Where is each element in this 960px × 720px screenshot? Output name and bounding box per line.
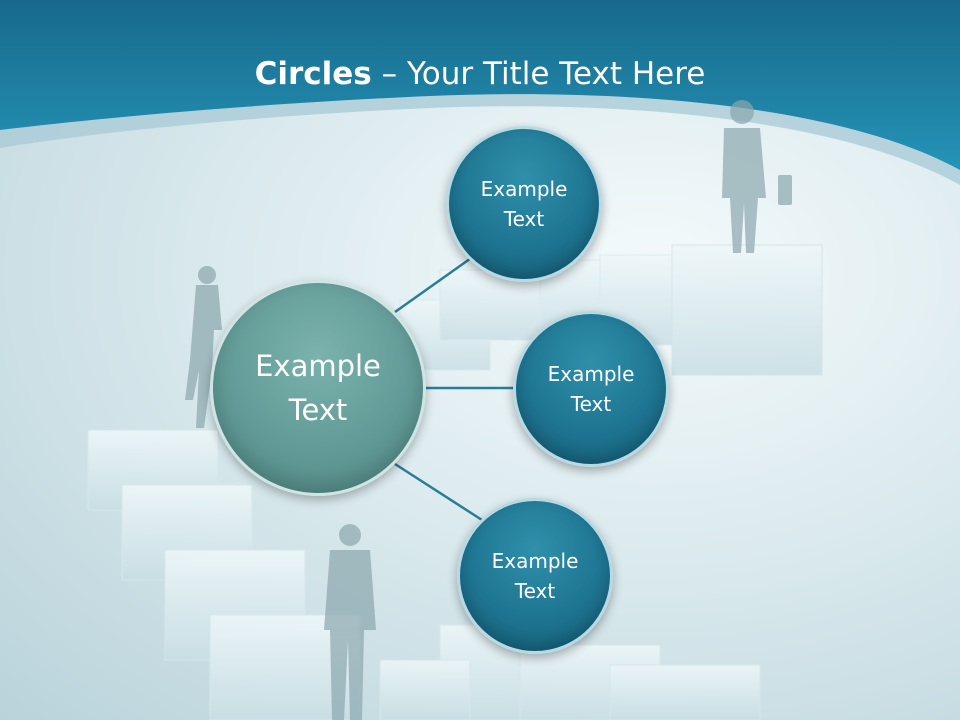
page-title: Circles – Your Title Text Here [0, 52, 960, 96]
connector-line-bottom [394, 462, 483, 522]
header-band [0, 0, 960, 185]
center-circle-label: Example Text [255, 349, 381, 427]
right-staircase [399, 244, 823, 376]
node-circle-bottom[interactable]: Example Text [457, 498, 613, 654]
node-label-bottom: Example Text [491, 549, 579, 603]
connector-line-top [394, 254, 475, 314]
center-circle[interactable]: Example Text [210, 280, 426, 496]
title-bold: Circles [254, 56, 372, 92]
node-label-middle: Example Text [547, 362, 635, 416]
person-silhouettes [185, 100, 792, 720]
node-circle-middle[interactable]: Example Text [513, 311, 669, 467]
node-circle-top[interactable]: Example Text [446, 126, 602, 282]
title-rest: – Your Title Text Here [371, 56, 706, 92]
node-label-top: Example Text [480, 177, 568, 231]
